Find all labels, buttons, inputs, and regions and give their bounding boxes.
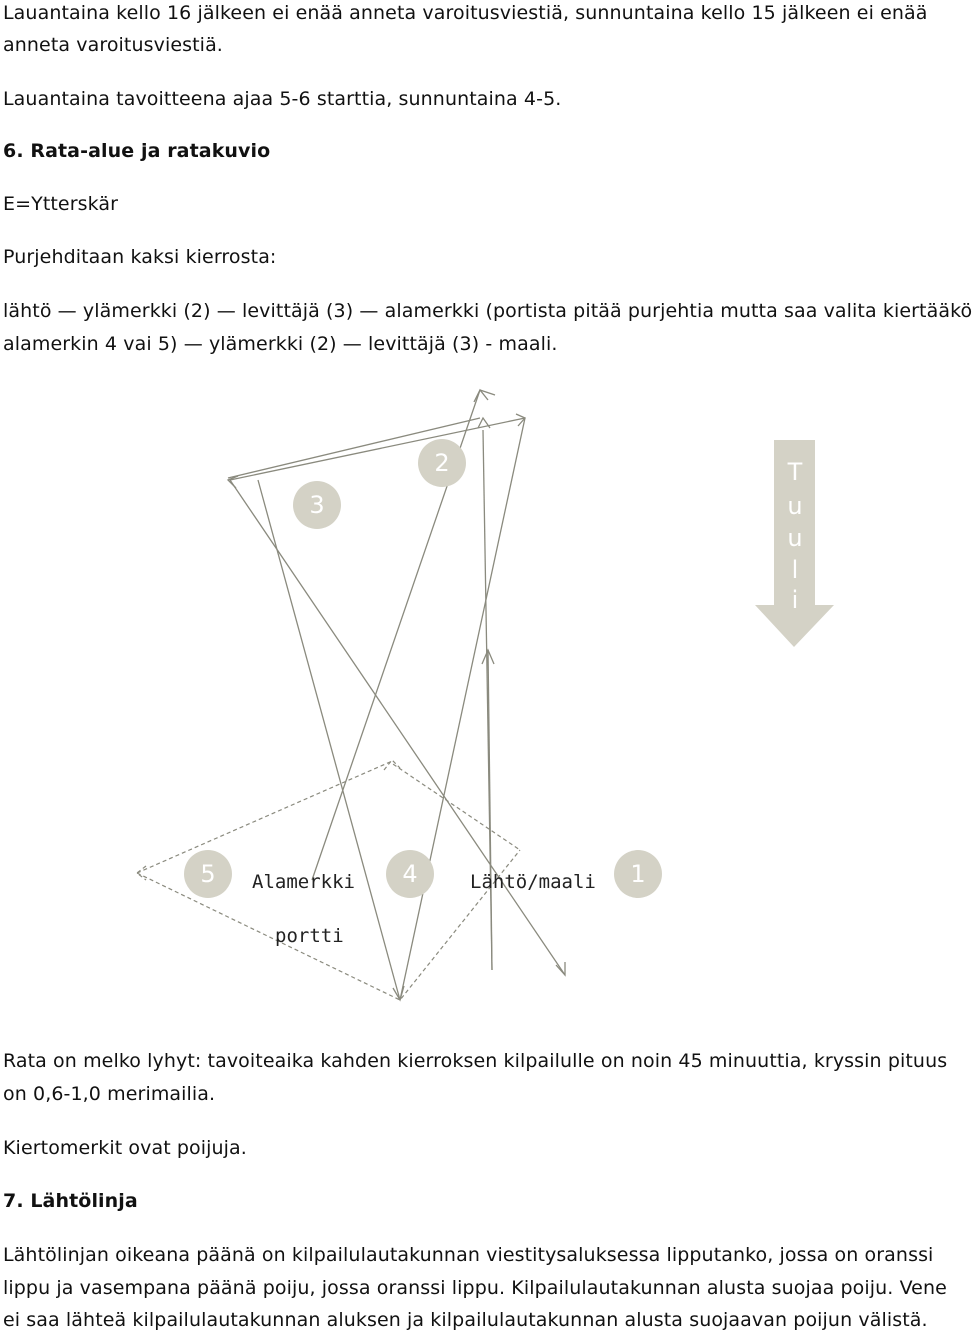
mark-number: 2 xyxy=(434,449,449,477)
label-alamerkki: Alamerkki xyxy=(252,871,355,893)
laps-text: Purjehditaan kaksi kierrosta: xyxy=(3,246,277,268)
wind-letter: u xyxy=(787,492,802,520)
arrow-head xyxy=(481,648,495,665)
paragraph-line: on 0,6-1,0 merimailia. xyxy=(3,1083,216,1105)
label-lahto-maali: Lähtö/maali xyxy=(470,871,596,893)
wind-arrow-icon: T u u l i xyxy=(755,440,834,647)
course-leg xyxy=(479,389,496,396)
course-description-line: alamerkin 4 vai 5) — ylämerkki (2) — lev… xyxy=(3,333,558,355)
arrow-head xyxy=(136,865,147,881)
mark-number: 5 xyxy=(200,860,215,888)
arrow-head xyxy=(555,962,566,977)
arrow-head xyxy=(392,985,405,1002)
paragraph-line: ei saa lähteä kilpailulautakunnan alukse… xyxy=(3,1309,928,1331)
course-lines xyxy=(226,388,566,1002)
arrow-head xyxy=(515,413,527,427)
arrow-head xyxy=(473,388,489,403)
mark-number: 3 xyxy=(309,491,324,519)
mark-number: 1 xyxy=(630,860,645,888)
arrow-head xyxy=(226,475,239,489)
paragraph-line: Kiertomerkit ovat poijuja. xyxy=(3,1137,247,1159)
wind-letter: i xyxy=(792,586,799,614)
paragraph-line: anneta varoitusviestiä. xyxy=(3,34,223,56)
course-description-line: lähtö — ylämerkki (2) — levittäjä (3) — … xyxy=(3,300,972,322)
wind-letter: T xyxy=(787,458,803,486)
mark-number: 4 xyxy=(402,860,417,888)
arrow-head xyxy=(477,416,491,429)
paragraph-line: Lauantaina kello 16 jälkeen ei enää anne… xyxy=(3,2,928,24)
wind-letter: u xyxy=(787,524,802,552)
mark-1: 1 xyxy=(614,850,662,898)
label-portti: portti xyxy=(275,925,344,947)
section-heading-6: 6. Rata-alue ja ratakuvio xyxy=(3,140,271,162)
course-diagram: 2 3 5 4 1 Alamerkki Lähtö/maali portti T… xyxy=(136,388,834,1002)
paragraph-line: Lauantaina tavoitteena ajaa 5-6 starttia… xyxy=(3,88,562,110)
course-leg xyxy=(257,479,401,1001)
course-leg xyxy=(227,417,481,479)
mark-3: 3 xyxy=(293,481,341,529)
gate-line xyxy=(136,849,521,1001)
mark-2: 2 xyxy=(418,439,466,487)
course-leg xyxy=(229,417,526,481)
paragraph-line: Rata on melko lyhyt: tavoiteaika kahden … xyxy=(3,1050,948,1072)
arrow-head xyxy=(383,759,401,771)
wind-letter: l xyxy=(792,556,799,584)
course-leg xyxy=(487,649,493,971)
course-leg xyxy=(229,479,566,976)
paragraph-line: Lähtölinjan oikeana päänä on kilpailulau… xyxy=(3,1244,934,1266)
race-area: E=Ytterskär xyxy=(3,193,119,215)
gate-lines xyxy=(136,759,521,1001)
course-leg xyxy=(399,417,526,1001)
paragraph-line: lippu ja vasempana päänä poiju, jossa or… xyxy=(3,1277,947,1299)
mark-4: 4 xyxy=(386,850,434,898)
mark-5: 5 xyxy=(184,850,232,898)
section-heading-7: 7. Lähtölinja xyxy=(3,1190,138,1212)
